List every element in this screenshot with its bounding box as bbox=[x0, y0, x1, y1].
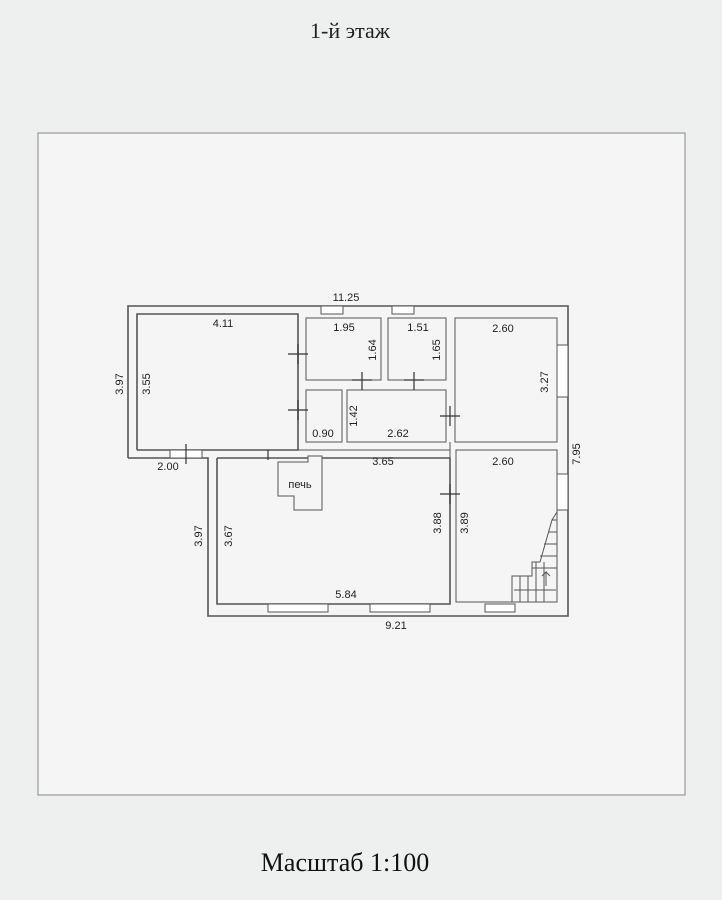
dim-living-height-right: 3.88 bbox=[432, 512, 444, 533]
dim-room-a-height: 1.64 bbox=[367, 339, 379, 360]
window-right-2 bbox=[556, 473, 569, 511]
dim-living-height-outer: 3.97 bbox=[193, 525, 205, 546]
window-bottom-2 bbox=[369, 603, 431, 613]
window-bottom-1 bbox=[267, 603, 329, 613]
dim-room-d-width: 2.60 bbox=[492, 456, 513, 468]
dim-overall-height-right: 7.95 bbox=[571, 443, 583, 464]
drawing-frame bbox=[37, 132, 686, 796]
dim-hall-width: 2.62 bbox=[387, 428, 408, 440]
window-bottom-3 bbox=[484, 603, 516, 613]
dim-room-b-width: 1.51 bbox=[407, 322, 428, 334]
dim-left-block-height-outer: 3.97 bbox=[114, 373, 126, 394]
dim-room-c-width: 2.60 bbox=[492, 323, 513, 335]
scale-label: Масштаб 1:100 bbox=[260, 848, 430, 877]
dim-overall-width-bottom: 9.21 bbox=[385, 620, 406, 632]
stove-label: печь bbox=[288, 479, 311, 491]
stove-outline bbox=[277, 455, 323, 511]
page-title: 1-й этаж bbox=[310, 18, 390, 43]
window-top-1 bbox=[320, 305, 344, 315]
dim-closet-width: 0.90 bbox=[312, 428, 333, 440]
dim-left-block-width: 4.11 bbox=[213, 318, 234, 330]
dim-living-height-inner: 3.67 bbox=[223, 525, 235, 546]
dim-living-width-top: 3.65 bbox=[372, 456, 393, 468]
window-top-2 bbox=[391, 305, 415, 315]
dim-overall-width-top: 11.25 bbox=[333, 292, 360, 304]
dim-room-a-width: 1.95 bbox=[333, 322, 354, 334]
staircase bbox=[511, 511, 558, 602]
window-right-1 bbox=[556, 344, 569, 398]
dim-left-block-bottom: 2.00 bbox=[157, 461, 178, 473]
dim-room-c-height: 3.27 bbox=[539, 371, 551, 392]
interior-walls bbox=[298, 317, 558, 604]
dim-living-width-bottom: 5.84 bbox=[335, 589, 356, 601]
dim-hall-height: 1.42 bbox=[348, 405, 360, 426]
dim-room-d-height: 3.89 bbox=[459, 512, 471, 533]
doors bbox=[185, 344, 460, 504]
dim-left-block-height-inner: 3.55 bbox=[141, 373, 153, 394]
dim-room-b-height: 1.65 bbox=[431, 339, 443, 360]
